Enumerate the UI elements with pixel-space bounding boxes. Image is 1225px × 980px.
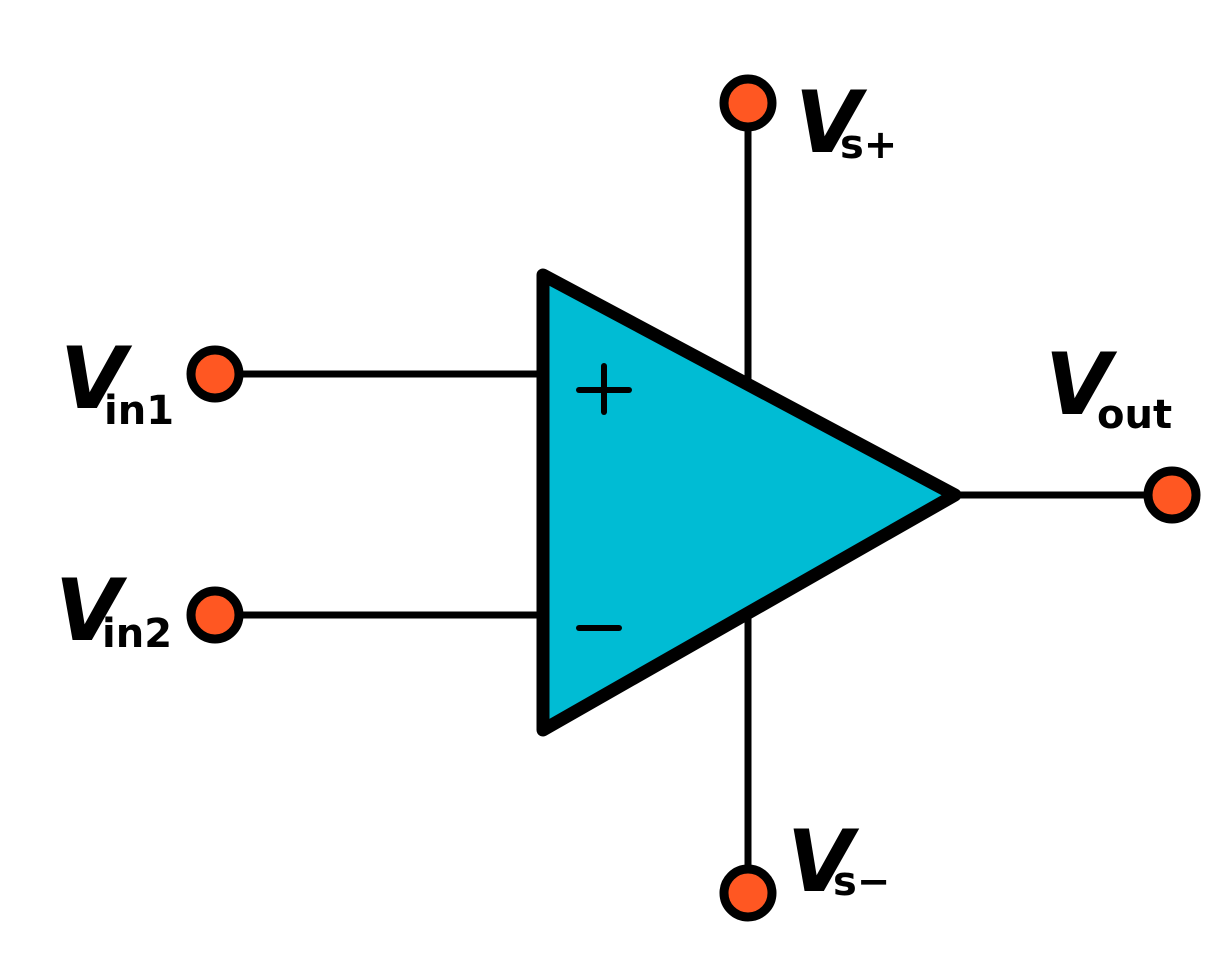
minus-sign-text: − xyxy=(0,0,1,1)
terminal-vout[interactable] xyxy=(1143,466,1201,524)
svg-text:out: out xyxy=(1097,392,1172,438)
label-vin2: V in2 xyxy=(55,561,172,661)
svg-text:in1: in1 xyxy=(104,388,174,434)
label-vout: V out xyxy=(1045,335,1172,438)
label-vin1: V in1 xyxy=(60,329,174,434)
svg-text:V: V xyxy=(55,561,128,661)
svg-text:s−: s− xyxy=(833,859,890,905)
terminal-vin2[interactable] xyxy=(186,586,244,644)
svg-text:V: V xyxy=(795,73,868,173)
terminal-vin1[interactable] xyxy=(186,345,244,403)
svg-text:in2: in2 xyxy=(102,611,172,657)
svg-text:V: V xyxy=(787,812,860,912)
svg-text:V: V xyxy=(60,329,133,429)
plus-sign xyxy=(576,363,632,415)
terminal-vs-plus[interactable] xyxy=(719,74,777,132)
svg-text:s+: s+ xyxy=(840,122,897,168)
terminal-vs-minus[interactable] xyxy=(719,864,777,922)
amplifier-triangle xyxy=(536,268,962,737)
label-vs-minus: V s− xyxy=(787,812,890,912)
label-vs-plus: V s+ xyxy=(795,73,897,173)
svg-text:V: V xyxy=(1045,335,1118,435)
